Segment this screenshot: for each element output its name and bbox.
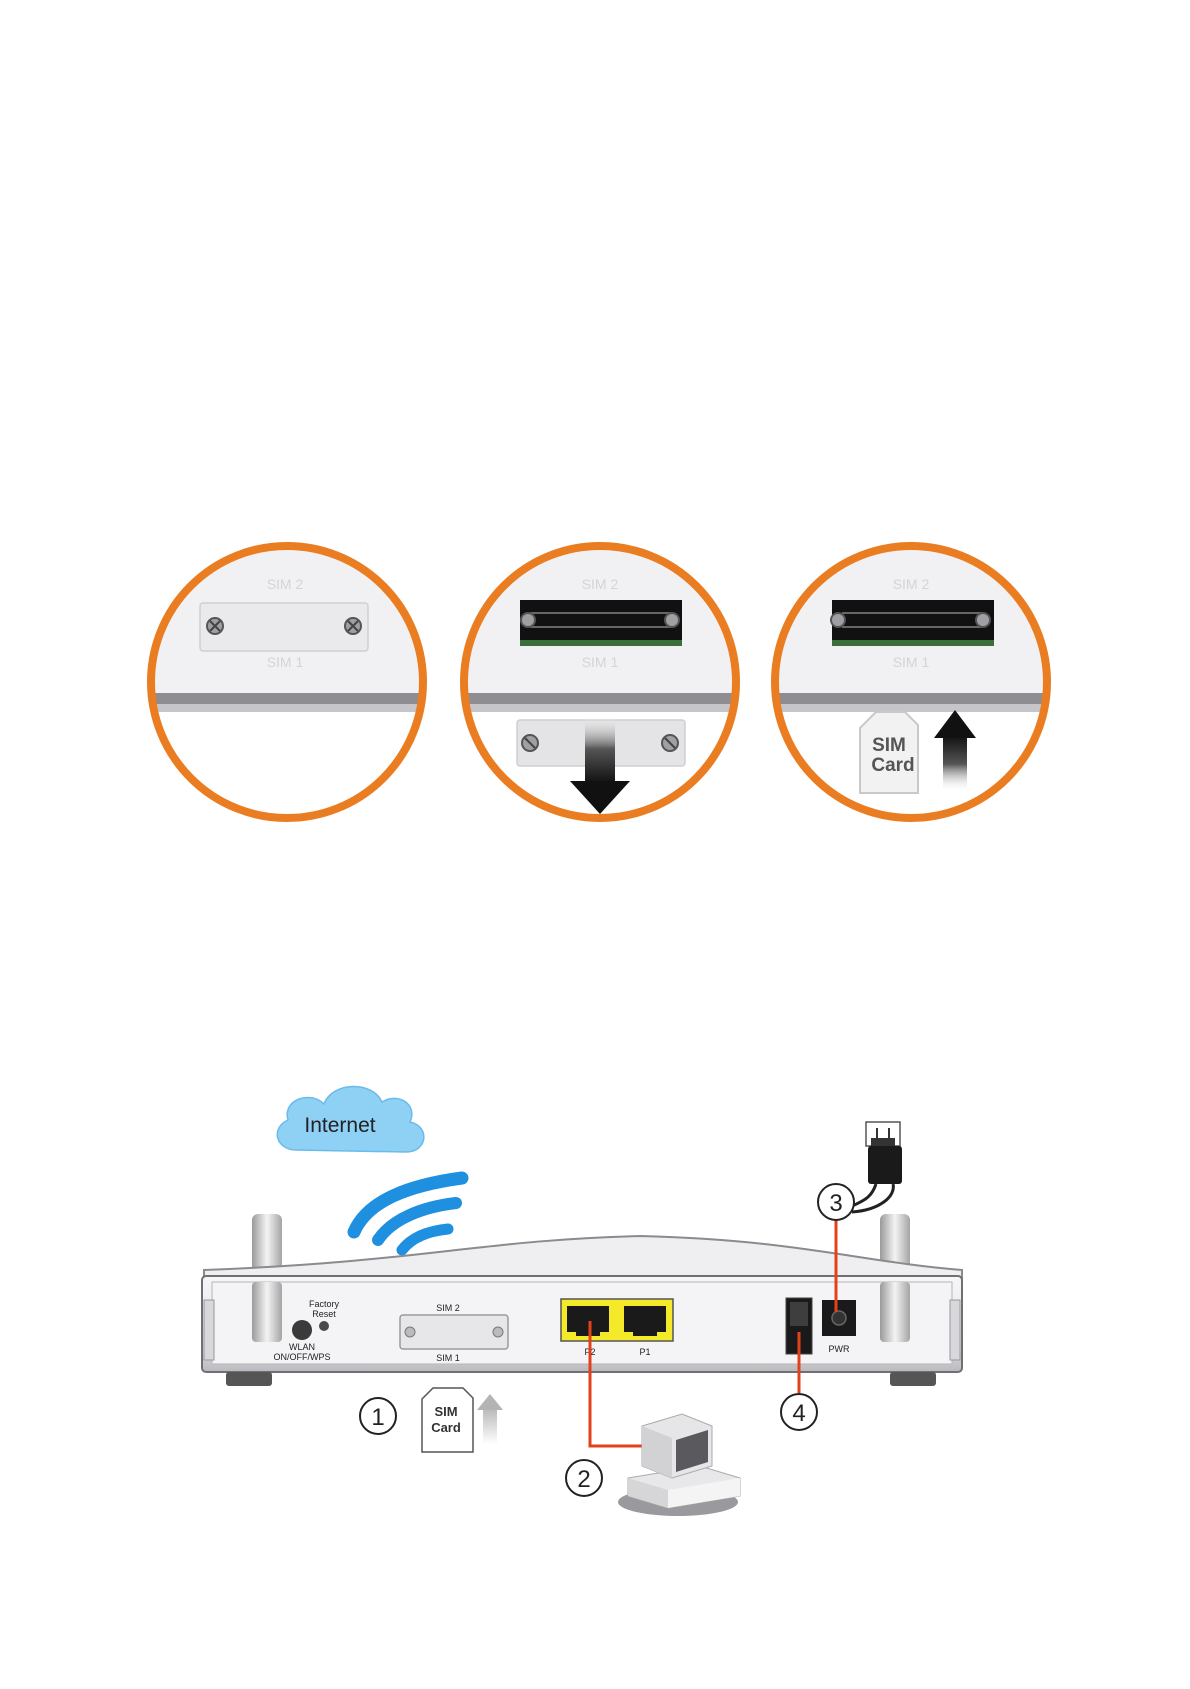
- callout-1-number: 1: [371, 1404, 384, 1431]
- factory-reset-label-line1: Factory: [309, 1299, 340, 1309]
- screw-icon: [521, 613, 535, 627]
- sim-slot-cover: [200, 603, 368, 651]
- step-circle-insert-sim: SIM 2 SIM 1 SIM Card: [770, 545, 1050, 822]
- arrow-up-icon: [943, 736, 967, 792]
- slot-label-sim2: SIM 2: [267, 576, 304, 592]
- step-circle-remove-cover: SIM 2 SIM 1: [460, 545, 740, 822]
- arrow-down-icon: [585, 715, 615, 783]
- slot-label-sim2: SIM 2: [893, 576, 930, 592]
- callout-2-number: 2: [577, 1466, 590, 1493]
- slot-label-sim1: SIM 1: [582, 654, 619, 670]
- wifi-icon: [354, 1178, 462, 1250]
- power-plug-icon: [852, 1122, 902, 1212]
- slot-label-sim1: SIM 1: [893, 654, 930, 670]
- arrow-up-gray-icon: [483, 1408, 497, 1444]
- screw-icon: [831, 613, 845, 627]
- sim-card-text-line2: Card: [431, 1420, 461, 1435]
- slot-label-sim2: SIM 2: [582, 576, 619, 592]
- panel-sim-slot: [400, 1315, 508, 1349]
- sim-slot-opening: [520, 600, 682, 640]
- wlan-button[interactable]: [292, 1320, 312, 1340]
- sim-card-text-line2: Card: [871, 755, 914, 776]
- step-circle-cover-closed: SIM 2 SIM 1: [150, 545, 430, 822]
- panel-sim2-label: SIM 2: [436, 1303, 460, 1313]
- wlan-label-line1: WLAN: [289, 1342, 315, 1352]
- sim-card-text-line1: SIM: [434, 1404, 457, 1419]
- callout-4-number: 4: [792, 1400, 805, 1427]
- sim-slot-opening: [832, 600, 994, 640]
- pwr-label: PWR: [829, 1344, 850, 1354]
- port-p1-label: P1: [639, 1347, 650, 1357]
- sim-card-text-line1: SIM: [872, 735, 906, 756]
- internet-label: Internet: [304, 1114, 375, 1137]
- screw-icon: [665, 613, 679, 627]
- factory-reset-button[interactable]: [319, 1321, 329, 1331]
- panel-sim1-label: SIM 1: [436, 1353, 460, 1363]
- screw-icon: [976, 613, 990, 627]
- computer-icon: [618, 1414, 740, 1516]
- callout-3-number: 3: [829, 1190, 842, 1217]
- port-p1[interactable]: [624, 1306, 666, 1336]
- internet-cloud: Internet: [277, 1086, 424, 1152]
- slot-label-sim1: SIM 1: [267, 654, 304, 670]
- factory-reset-label-line2: Reset: [312, 1309, 336, 1319]
- connection-diagram: Internet: [202, 1086, 962, 1516]
- port-p2[interactable]: [567, 1306, 609, 1336]
- wlan-label-line2: ON/OFF/WPS: [274, 1352, 331, 1362]
